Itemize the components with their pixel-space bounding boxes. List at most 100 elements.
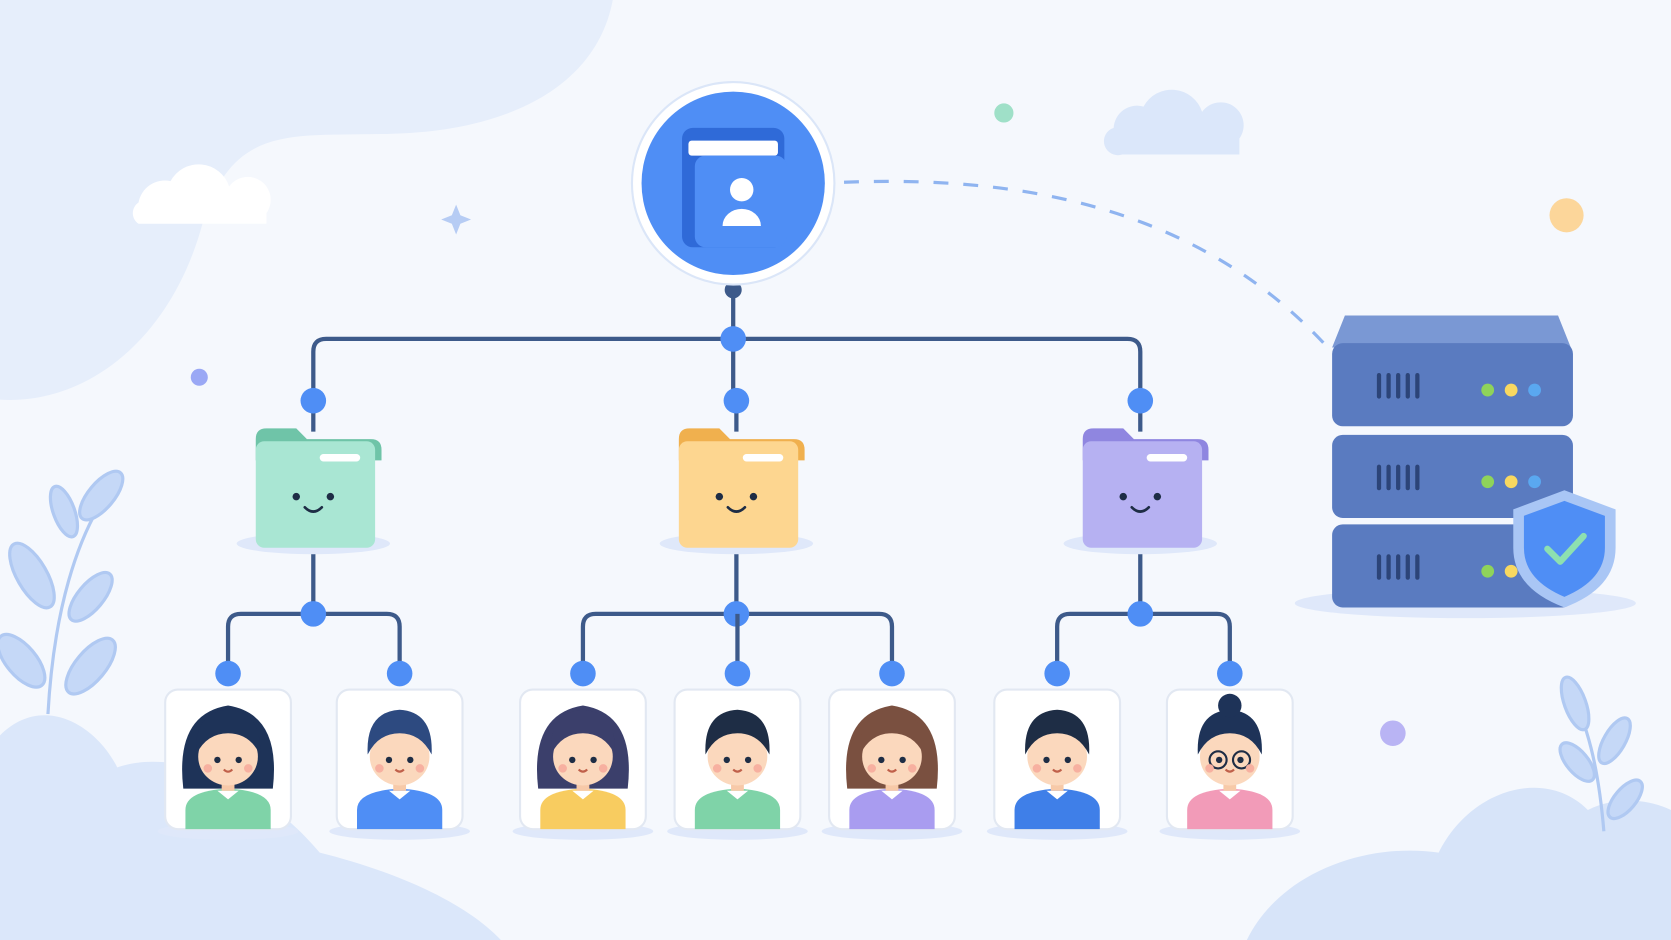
mouth (394, 768, 405, 773)
decor-dot (1549, 198, 1584, 233)
connector-node-dot (386, 660, 413, 687)
status-led (1481, 475, 1495, 489)
collar (217, 790, 239, 800)
cheek (598, 764, 608, 773)
cheek (558, 764, 567, 773)
member-card[interactable] (1159, 688, 1301, 840)
collar (881, 790, 903, 800)
face (198, 727, 258, 786)
server-unit-body (1332, 434, 1573, 518)
person-head (729, 177, 754, 202)
vent (1386, 373, 1391, 399)
hair (705, 709, 770, 755)
shirt (185, 788, 271, 830)
folder-icon (678, 428, 805, 548)
vent (1396, 373, 1401, 399)
vent (1376, 373, 1382, 399)
vent (1415, 464, 1420, 491)
folder-body (255, 441, 376, 548)
member-card[interactable] (157, 688, 299, 840)
decor-dot (190, 368, 208, 386)
folder-body (1082, 441, 1203, 548)
server-unit-body (1332, 524, 1573, 608)
avatar-girl-glasses-icon (1187, 693, 1273, 830)
eye (723, 756, 730, 764)
status-led (1504, 383, 1518, 397)
group-3 (1063, 428, 1218, 555)
vent (1405, 464, 1410, 491)
shirt (849, 788, 935, 830)
collar (1219, 790, 1241, 800)
server-unit (1332, 524, 1573, 608)
shirt (540, 788, 626, 830)
eye (1119, 492, 1127, 501)
face (862, 727, 922, 786)
shirt (694, 788, 781, 830)
folder-icon (255, 428, 382, 548)
cheek (1245, 764, 1255, 773)
connector-node-dot (300, 601, 327, 627)
eye (590, 756, 597, 764)
hair-bun (1218, 693, 1242, 718)
connector-node-dot (1127, 387, 1154, 414)
connector-node-dot (570, 660, 596, 687)
server-top (1332, 315, 1571, 348)
root-anchor-dot (724, 281, 742, 299)
server-rack[interactable] (1294, 315, 1636, 619)
shirt (1187, 788, 1273, 830)
connector-node-dot (215, 660, 241, 687)
member-card[interactable] (512, 688, 654, 840)
avatar-boy-hoodie-icon (1014, 709, 1100, 830)
eye (326, 492, 335, 501)
cloud-icon (132, 164, 271, 224)
face (1027, 727, 1088, 786)
avatar-girl-icon (536, 705, 629, 830)
check-icon (1544, 532, 1587, 565)
shirt (1014, 788, 1100, 830)
sparkle-icon (441, 204, 472, 235)
member-card[interactable] (329, 688, 470, 840)
eye (235, 756, 242, 764)
vent (1376, 464, 1382, 491)
collar (572, 790, 594, 800)
folder-label (1146, 454, 1188, 462)
vent (1415, 554, 1420, 580)
hair (1025, 709, 1090, 755)
member-card[interactable] (821, 688, 963, 840)
server-unit (1332, 434, 1573, 518)
shirt (357, 788, 443, 830)
vent (1386, 554, 1391, 580)
connector-node-dot (724, 660, 751, 687)
connector-node-dot (1044, 660, 1070, 687)
smile (1130, 505, 1151, 513)
status-led (1504, 564, 1518, 578)
cheek (1032, 764, 1042, 773)
hair (195, 709, 261, 755)
contact-book-icon (682, 127, 787, 248)
face (1199, 727, 1260, 786)
mouth (886, 768, 897, 773)
vent (1396, 554, 1401, 580)
eye (1237, 756, 1244, 764)
book-cover (694, 155, 787, 248)
root-node[interactable] (630, 80, 836, 286)
connector-node-dot (879, 660, 905, 687)
folder-icon (1082, 428, 1209, 548)
member-card[interactable] (986, 688, 1128, 840)
cheek (1205, 764, 1214, 773)
collar (388, 790, 411, 800)
mouth (1224, 768, 1235, 773)
leaf-plant-icon (0, 469, 125, 715)
hair (859, 709, 925, 755)
smile (303, 505, 324, 513)
collar (1046, 790, 1068, 800)
status-led (1481, 383, 1495, 397)
connector-lines (215, 281, 1243, 687)
groups (157, 428, 1301, 840)
shield-check-icon (1513, 490, 1616, 608)
hair (1197, 709, 1262, 755)
member-card[interactable] (667, 688, 808, 840)
cheek (1073, 764, 1082, 773)
status-led (1504, 475, 1518, 489)
eye (749, 492, 758, 501)
